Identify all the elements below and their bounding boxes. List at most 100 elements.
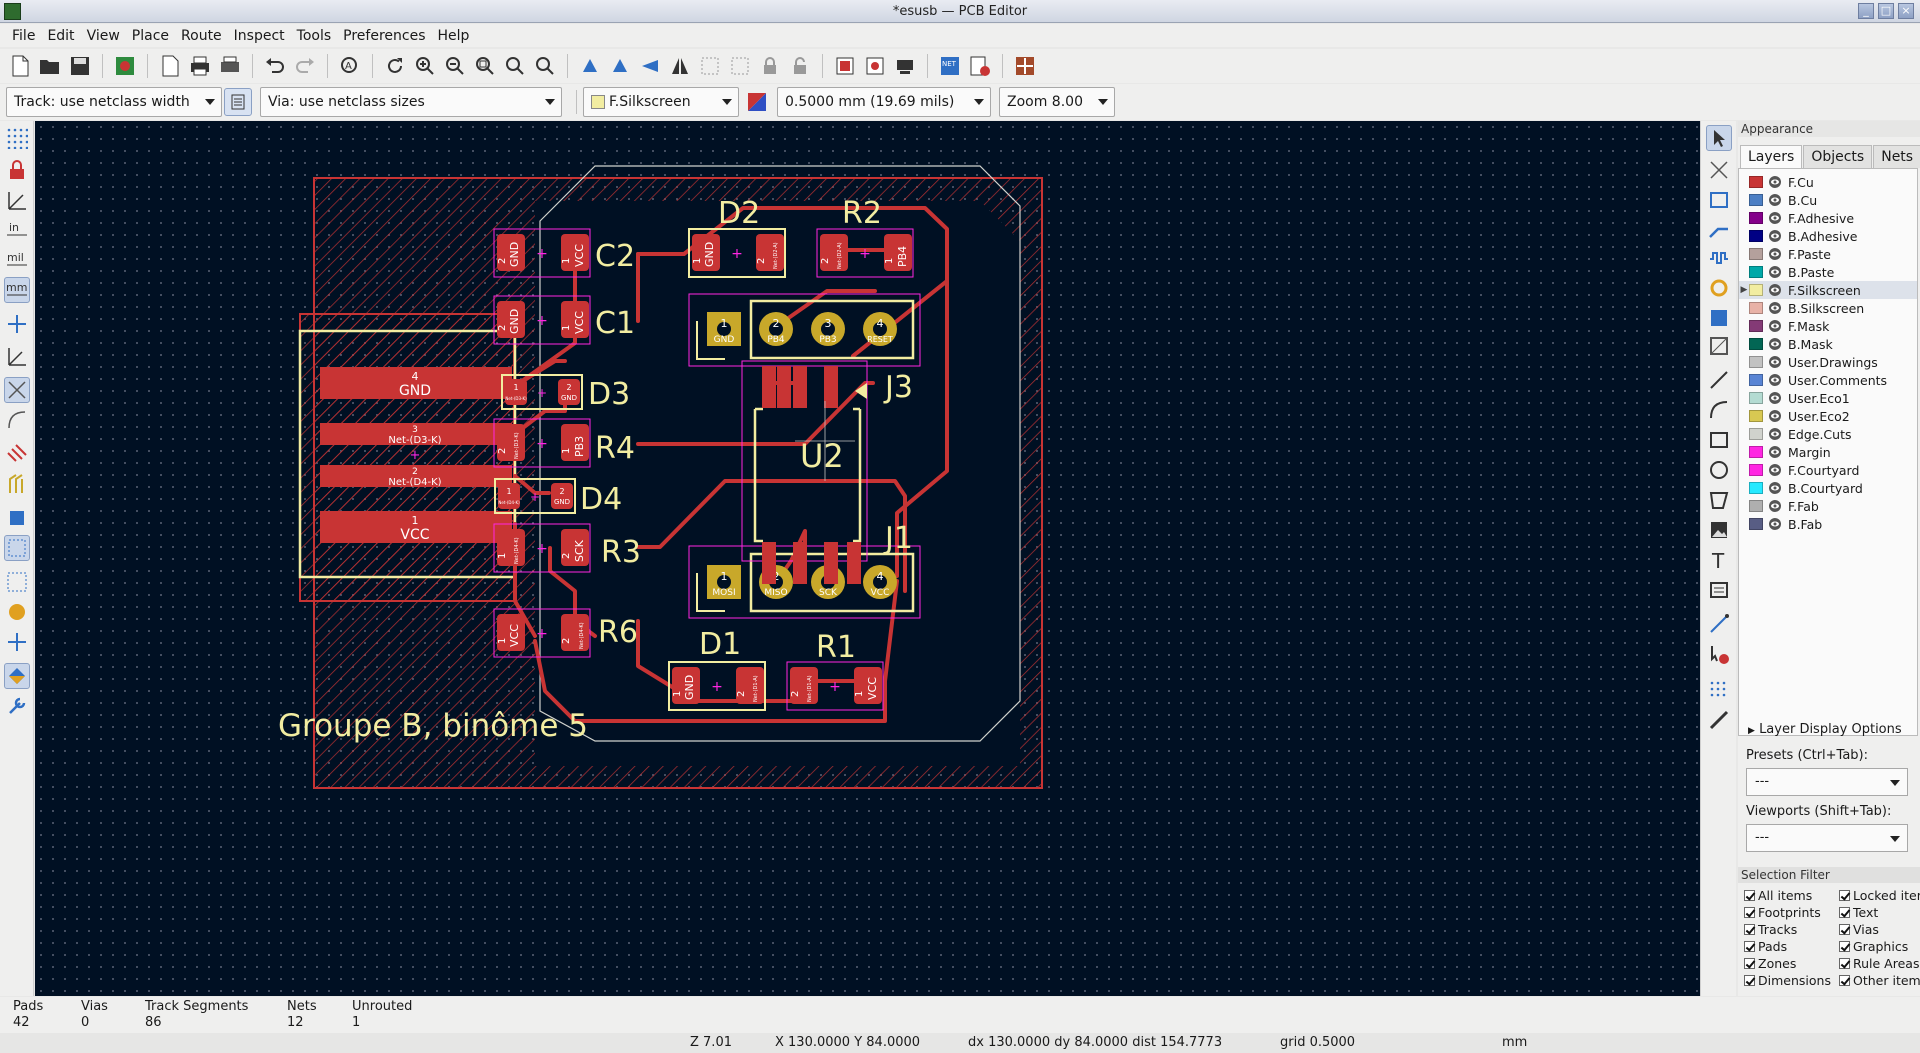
board-setup-icon[interactable] (111, 52, 139, 80)
add-textbox-icon[interactable] (1706, 577, 1732, 603)
filter-checkbox[interactable]: Vias (1839, 921, 1920, 937)
lock-icon[interactable] (756, 52, 784, 80)
unlock-icon[interactable] (786, 52, 814, 80)
layer-color-swatch[interactable] (1749, 482, 1763, 494)
lock-grid-icon[interactable] (4, 157, 30, 183)
add-via-icon[interactable] (1706, 275, 1732, 301)
visibility-eye-icon[interactable] (1768, 211, 1782, 225)
draw-rectangle-icon[interactable] (1706, 427, 1732, 453)
checkbox-checked-icon[interactable] (1839, 906, 1850, 918)
via-size-select[interactable]: Via: use netclass sizes (260, 87, 562, 117)
microwave-icon[interactable] (4, 629, 30, 655)
menu-inspect[interactable]: Inspect (233, 27, 285, 44)
layer-color-swatch[interactable] (1749, 428, 1763, 440)
visibility-eye-icon[interactable] (1768, 391, 1782, 405)
draw-line-icon[interactable] (1706, 367, 1732, 393)
checkbox-checked-icon[interactable] (1744, 940, 1755, 952)
visibility-eye-icon[interactable] (1768, 445, 1782, 459)
layer-row[interactable]: F.Adhesive (1739, 209, 1917, 227)
draw-arc-icon[interactable] (1706, 397, 1732, 423)
filter-checkbox[interactable]: Zones (1744, 955, 1839, 971)
draw-circle-icon[interactable] (1706, 457, 1732, 483)
tab-layers[interactable]: Layers (1740, 145, 1803, 168)
zoom-in-icon[interactable] (411, 52, 439, 80)
visibility-eye-icon[interactable] (1768, 373, 1782, 387)
visibility-eye-icon[interactable] (1768, 229, 1782, 243)
layer-row[interactable]: User.Drawings (1739, 353, 1917, 371)
checkbox-checked-icon[interactable] (1744, 906, 1755, 918)
menu-edit[interactable]: Edit (47, 27, 75, 44)
layer-row[interactable]: B.Courtyard (1739, 479, 1917, 497)
layer-color-swatch[interactable] (1749, 266, 1763, 278)
tab-nets[interactable]: Nets (1873, 145, 1920, 168)
visibility-eye-icon[interactable] (1768, 193, 1782, 207)
filter-checkbox[interactable]: Graphics (1839, 938, 1920, 954)
footprint-editor-icon[interactable] (831, 52, 859, 80)
layer-row[interactable]: User.Eco2 (1739, 407, 1917, 425)
layer-color-swatch[interactable] (1749, 248, 1763, 260)
auto-width-icon[interactable] (224, 88, 252, 116)
add-zone-icon[interactable] (1706, 305, 1732, 331)
menu-route[interactable]: Route (181, 27, 222, 44)
visibility-eye-icon[interactable] (1768, 247, 1782, 261)
layer-row[interactable]: B.Paste (1739, 263, 1917, 281)
layer-select[interactable]: F.Silkscreen (583, 87, 739, 117)
add-dimension-icon[interactable] (1706, 611, 1732, 637)
visibility-eye-icon[interactable] (1768, 517, 1782, 531)
visibility-eye-icon[interactable] (1768, 175, 1782, 189)
save-icon[interactable] (66, 52, 94, 80)
curved-ratsnest-icon[interactable] (4, 407, 30, 433)
plot-icon[interactable] (216, 52, 244, 80)
3d-viewer-icon[interactable] (891, 52, 919, 80)
ratsnest-icon[interactable] (4, 377, 30, 403)
footprint-browser-icon[interactable] (861, 52, 889, 80)
zoom-objects-icon[interactable] (501, 52, 529, 80)
visibility-eye-icon[interactable] (1768, 283, 1782, 297)
find-icon[interactable]: A (336, 52, 364, 80)
redo-icon[interactable] (291, 52, 319, 80)
ungroup-icon[interactable] (726, 52, 754, 80)
menu-view[interactable]: View (86, 27, 120, 44)
filter-checkbox[interactable]: All items (1744, 887, 1839, 903)
filter-checkbox[interactable]: Tracks (1744, 921, 1839, 937)
menu-place[interactable]: Place (131, 27, 170, 44)
tune-length-icon[interactable] (1706, 245, 1732, 271)
zoom-selection-icon[interactable] (531, 52, 559, 80)
delete-tool-icon[interactable] (1706, 641, 1732, 667)
layer-color-swatch[interactable] (1749, 410, 1763, 422)
menu-help[interactable]: Help (437, 27, 470, 44)
visibility-eye-icon[interactable] (1768, 463, 1782, 477)
layer-row[interactable]: F.Fab (1739, 497, 1917, 515)
mirror-icon[interactable] (666, 52, 694, 80)
layer-color-swatch[interactable] (1749, 446, 1763, 458)
layer-row[interactable]: Edge.Cuts (1739, 425, 1917, 443)
scripting-icon[interactable] (1011, 52, 1039, 80)
rotate-cw-icon[interactable] (606, 52, 634, 80)
visibility-eye-icon[interactable] (1768, 319, 1782, 333)
visibility-eye-icon[interactable] (1768, 337, 1782, 351)
via-tool-icon[interactable] (4, 599, 30, 625)
refresh-icon[interactable] (381, 52, 409, 80)
layer-color-swatch[interactable] (1749, 374, 1763, 386)
menu-preferences[interactable]: Preferences (343, 27, 426, 44)
presets-select[interactable]: --- (1746, 768, 1908, 796)
axes-icon[interactable] (4, 343, 30, 369)
filter-checkbox[interactable]: Rule Areas (1839, 955, 1920, 971)
checkbox-checked-icon[interactable] (1744, 923, 1755, 935)
layer-row[interactable]: B.Adhesive (1739, 227, 1917, 245)
layer-color-swatch[interactable] (1749, 212, 1763, 224)
grid-toggle-icon[interactable] (4, 125, 30, 151)
group-icon[interactable] (696, 52, 724, 80)
zoom-select[interactable]: Zoom 8.00 (999, 87, 1115, 117)
show-tracks-icon[interactable] (4, 441, 30, 467)
layer-display-options[interactable]: ▶ Layer Display Options (1748, 722, 1902, 737)
filter-checkbox[interactable]: Locked items (1839, 887, 1920, 903)
zoom-fit-icon[interactable] (471, 52, 499, 80)
units-mil-icon[interactable]: mil (4, 247, 30, 273)
layer-color-swatch[interactable] (1749, 230, 1763, 242)
add-footprint-icon[interactable] (1706, 187, 1732, 213)
draw-polygon-icon[interactable] (1706, 487, 1732, 513)
filter-checkbox[interactable]: Other items (1839, 972, 1920, 988)
layer-color-swatch[interactable] (1749, 284, 1763, 296)
undo-icon[interactable] (261, 52, 289, 80)
